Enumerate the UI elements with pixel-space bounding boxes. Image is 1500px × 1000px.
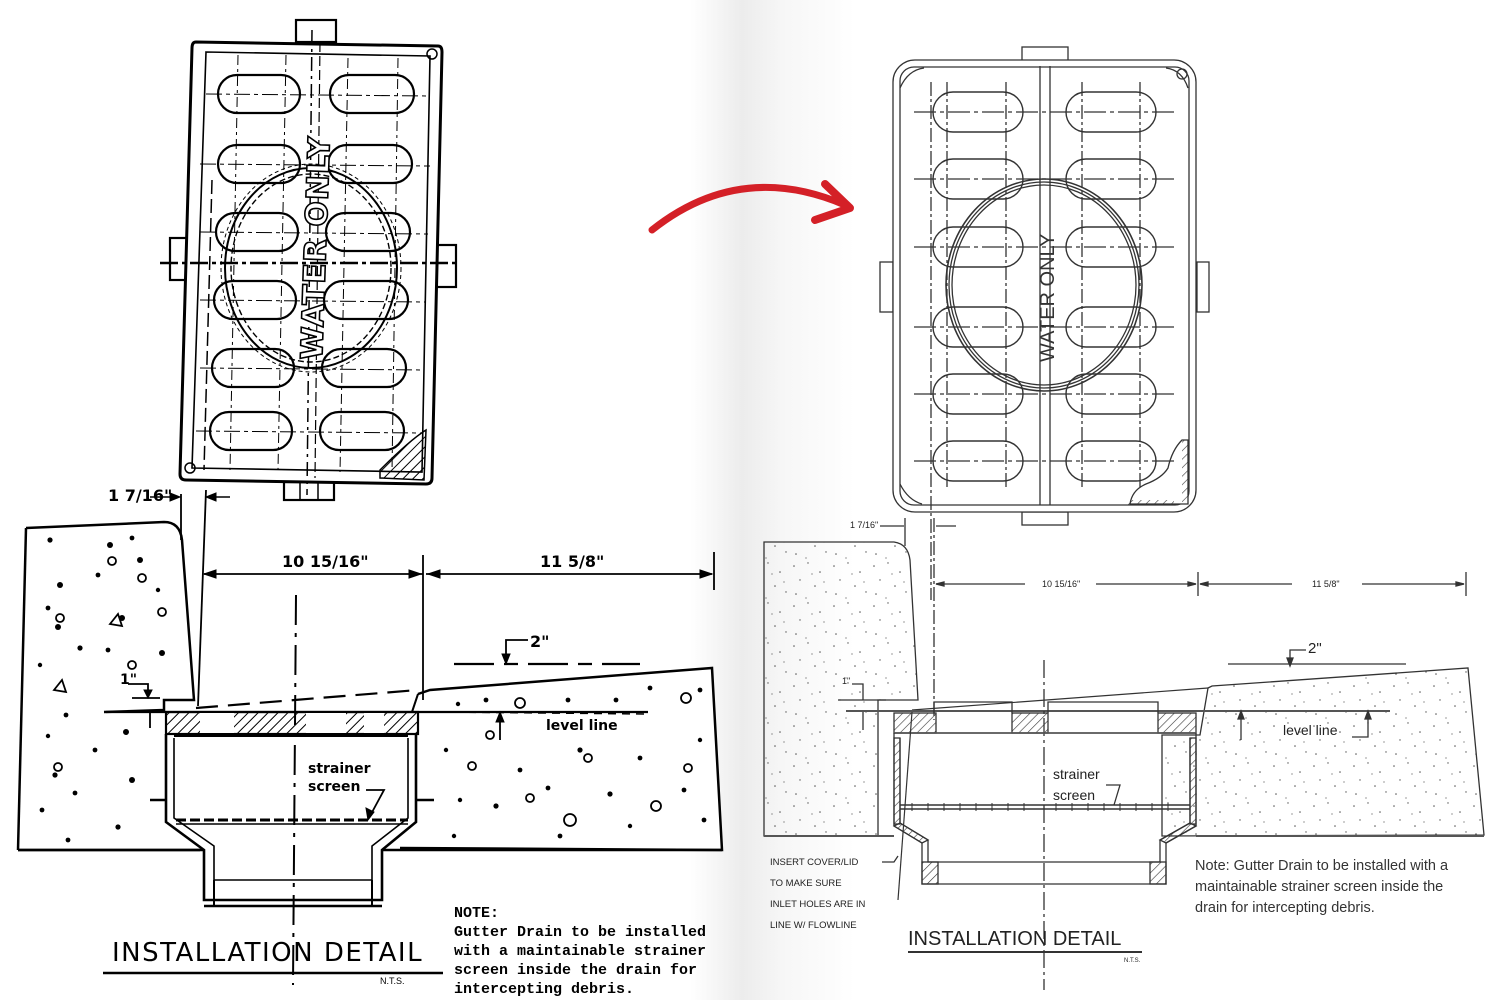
original-dim-lip-offset: 1 7/16" — [108, 486, 173, 505]
original-level-line-label: level line — [546, 718, 618, 734]
redrawn-dim-drop: 1" — [842, 676, 851, 686]
redrawn-callout-line: INLET HOLES ARE IN — [770, 899, 866, 910]
redrawn-grate-stamp: WATER ONLY — [1037, 233, 1059, 362]
original-drawing-panel: WATER ONLY — [16, 18, 724, 999]
original-dim-width-a: 10 15/16" — [282, 552, 369, 571]
original-dim-drop: 1" — [120, 672, 138, 688]
original-strainer-label-line1: strainer — [308, 761, 371, 777]
redrawn-drawing-panel: WATER ONLY — [750, 0, 1500, 1000]
redrawn-note-line: drain for intercepting debris. — [1195, 900, 1375, 916]
original-note-line: intercepting debris. — [454, 981, 635, 998]
original-note-line: Gutter Drain to be installed — [454, 924, 707, 941]
redrawn-note: Note: Gutter Drain to be installed with … — [1195, 856, 1448, 919]
redrawn-dim-rise: 2" — [1308, 640, 1322, 657]
original-note-line: with a maintainable strainer — [454, 943, 707, 960]
original-scale: N.T.S. — [380, 976, 405, 986]
original-strainer-label-line2: screen — [308, 779, 361, 795]
redrawn-strainer-label-line1: strainer — [1053, 766, 1100, 782]
redrawn-drawing: WATER ONLY — [763, 46, 1485, 990]
redrawn-dim-width-a: 10 15/16" — [1042, 579, 1081, 589]
redrawn-scale: N.T.S. — [1124, 958, 1141, 964]
original-title: INSTALLATION DETAIL — [112, 938, 424, 968]
redrawn-note-line: maintainable strainer screen inside the — [1195, 879, 1444, 895]
redrawn-level-line-label: level line — [1283, 722, 1338, 738]
redrawn-note-line: Note: Gutter Drain to be installed with … — [1195, 858, 1449, 874]
original-strainer-label: strainer screen — [308, 760, 371, 796]
redrawn-dim-width-b: 11 5/8" — [1312, 579, 1340, 589]
original-dim-width-b: 11 5/8" — [540, 552, 605, 571]
aggregate-texture — [37, 535, 707, 843]
redrawn-title: INSTALLATION DETAIL — [908, 928, 1122, 950]
original-section — [16, 489, 724, 986]
original-note-line: screen inside the drain for — [454, 962, 698, 979]
redrawn-strainer-label-line2: screen — [1053, 787, 1096, 803]
redrawn-dim-lip-offset: 1 7/16" — [850, 520, 879, 530]
curved-arrow-right-icon — [648, 180, 854, 234]
original-note: NOTE: Gutter Drain to be installed with … — [454, 904, 706, 999]
redrawn-grate — [879, 46, 1210, 600]
original-dim-rise: 2" — [530, 632, 550, 651]
redrawn-section — [763, 518, 1485, 990]
redrawn-callout: INSERT COVER/LID TO MAKE SURE INLET HOLE… — [770, 852, 865, 936]
redrawn-callout-line: TO MAKE SURE — [770, 878, 842, 889]
redrawn-strainer-label: strainer screen — [1053, 764, 1100, 806]
original-grate-stamp: WATER ONLY — [295, 135, 338, 360]
original-note-heading: NOTE: — [454, 905, 500, 922]
redrawn-callout-line: LINE W/ FLOWLINE — [770, 920, 857, 931]
original-drawing: WATER ONLY — [16, 18, 724, 986]
original-grate — [160, 18, 460, 502]
redrawn-callout-line: INSERT COVER/LID — [770, 857, 859, 868]
